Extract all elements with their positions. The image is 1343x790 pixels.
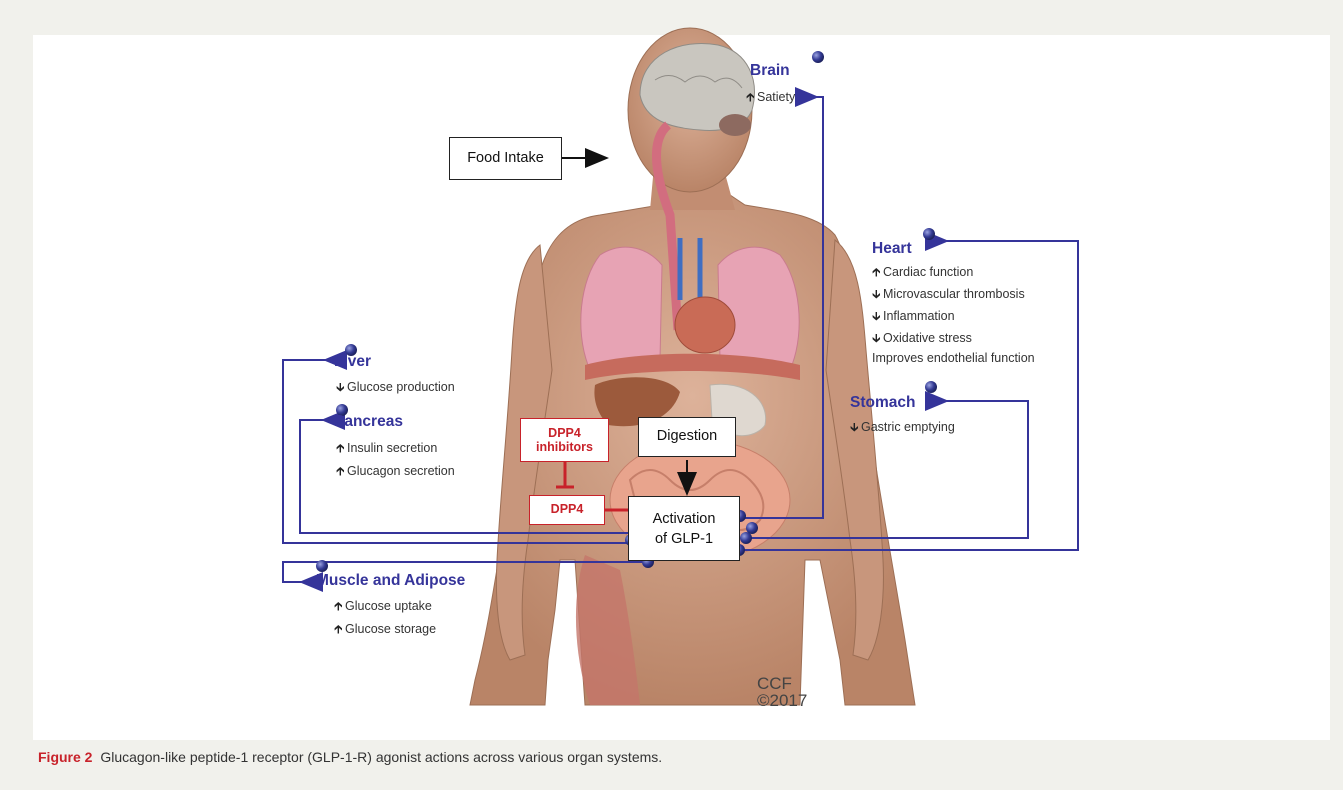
up-arrow-icon: 🡱	[336, 462, 347, 483]
caption-text: Glucagon-like peptide-1 receptor (GLP-1-…	[100, 749, 662, 765]
food-intake-box: Food Intake	[449, 137, 562, 180]
heart-title: Heart	[872, 240, 912, 258]
dpp4-inhibitors-box: DPP4 inhibitors	[520, 418, 609, 462]
heart-effect-5: Improves endothelial function	[872, 351, 1035, 365]
brain-effect: 🡱Satiety	[746, 88, 795, 109]
muscle-adipose-title: Muscle and Adipose	[316, 572, 465, 590]
down-arrow-icon: 🡳	[872, 285, 883, 306]
effect-text: Satiety	[757, 90, 795, 104]
stomach-title: Stomach	[850, 394, 915, 412]
pancreas-effect-2: 🡱Glucagon secretion	[336, 462, 455, 483]
down-arrow-icon: 🡳	[872, 329, 883, 350]
dpp4-inhibitors-line1: DPP4	[521, 426, 608, 440]
muscle-effect-1: 🡱Glucose uptake	[334, 597, 432, 618]
stomach-effect: 🡳Gastric emptying	[850, 418, 955, 439]
brain-title: Brain	[750, 62, 790, 80]
ccf-credit: CCF ©2017	[757, 675, 807, 709]
activation-label-line1: Activation	[629, 509, 739, 529]
digestion-label: Digestion	[657, 428, 717, 444]
dpp4-label: DPP4	[551, 502, 584, 516]
figure-caption: Figure 2 Glucagon-like peptide-1 recepto…	[38, 749, 662, 765]
down-arrow-icon: 🡳	[336, 378, 347, 399]
liver-title: Liver	[334, 353, 371, 371]
activation-label-line2: of GLP-1	[629, 529, 739, 549]
food-intake-label: Food Intake	[467, 150, 544, 166]
heart-effect-2: 🡳Microvascular thrombosis	[872, 285, 1025, 306]
up-arrow-icon: 🡱	[746, 88, 757, 109]
credit-line2: ©2017	[757, 692, 807, 709]
digestion-box: Digestion	[638, 417, 736, 457]
pancreas-effect-1: 🡱Insulin secretion	[336, 439, 437, 460]
down-arrow-icon: 🡳	[872, 307, 883, 328]
dpp4-box: DPP4	[529, 495, 605, 525]
activation-box: Activation of GLP-1	[628, 496, 740, 561]
down-arrow-icon: 🡳	[850, 418, 861, 439]
pancreas-title: Pancreas	[334, 413, 403, 431]
up-arrow-icon: 🡱	[872, 263, 883, 284]
up-arrow-icon: 🡱	[336, 439, 347, 460]
muscle-effect-2: 🡱Glucose storage	[334, 620, 436, 641]
dpp4-inhibitors-line2: inhibitors	[521, 440, 608, 454]
heart-effect-4: 🡳Oxidative stress	[872, 329, 972, 350]
up-arrow-icon: 🡱	[334, 597, 345, 618]
heart-effect-3: 🡳Inflammation	[872, 307, 955, 328]
credit-line1: CCF	[757, 675, 807, 692]
figure-label: Figure 2	[38, 749, 92, 765]
up-arrow-icon: 🡱	[334, 620, 345, 641]
liver-effect: 🡳Glucose production	[336, 378, 455, 399]
human-body-illustration	[470, 28, 915, 705]
heart-effect-1: 🡱Cardiac function	[872, 263, 973, 284]
